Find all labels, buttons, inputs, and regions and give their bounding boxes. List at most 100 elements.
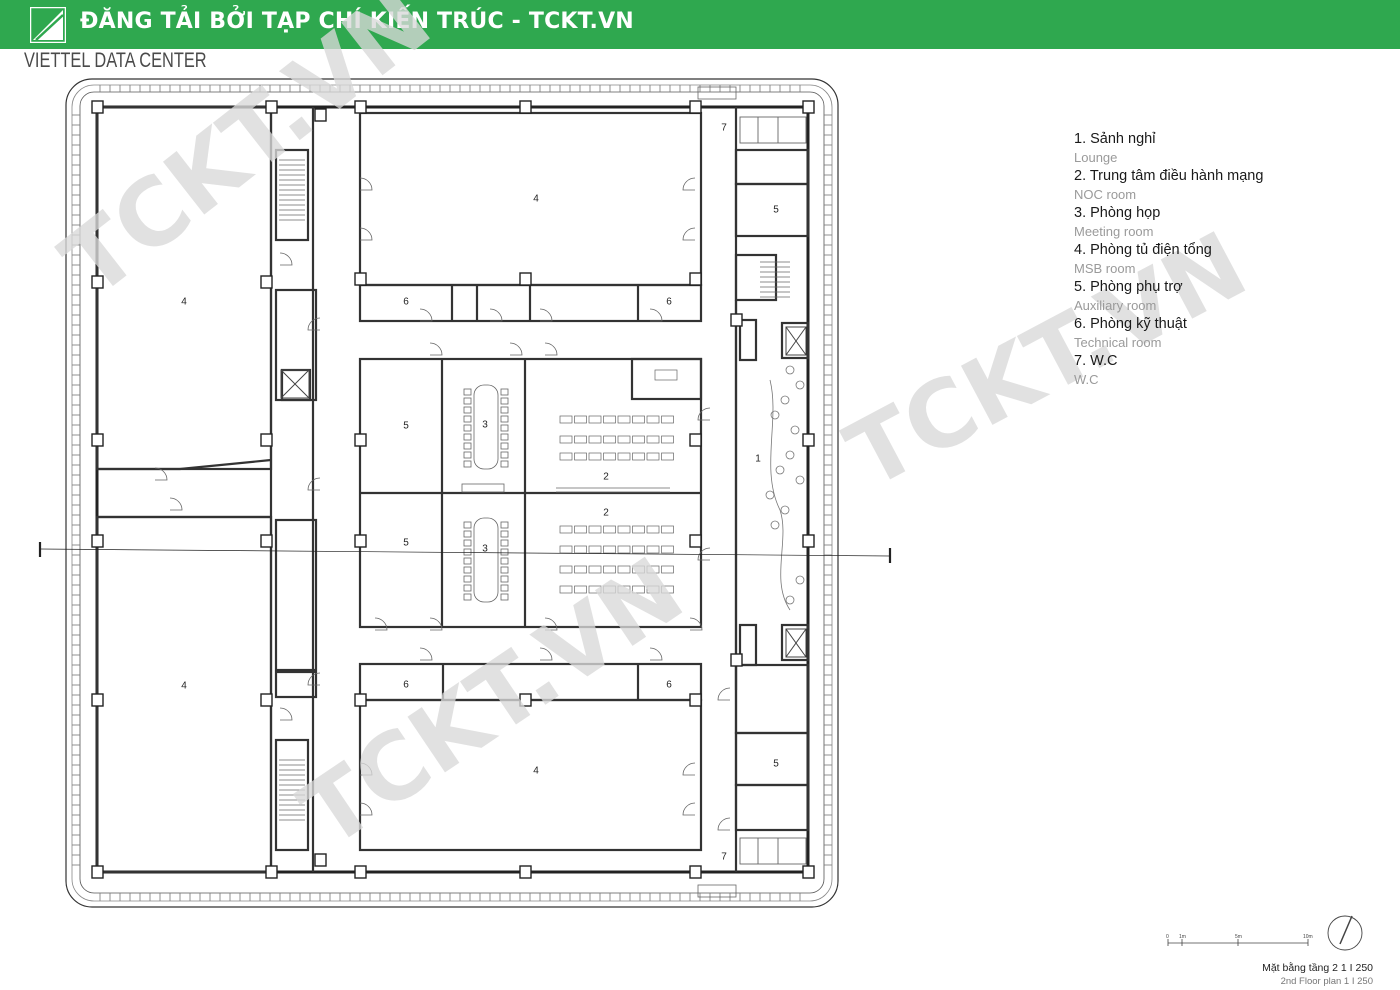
door-swing <box>682 227 696 241</box>
meeting-chair <box>500 575 509 583</box>
structural-column <box>802 100 815 114</box>
noc-desk <box>617 585 631 594</box>
meeting-chair <box>463 388 472 396</box>
room-label-msb-bottom: 4 <box>533 766 539 777</box>
legend-label-en: Technical room <box>1074 335 1162 350</box>
noc-desk <box>646 525 660 534</box>
header-banner: ĐĂNG TẢI BỞI TẠP CHÍ KIẾN TRÚC - TCKT.VN <box>0 0 1400 49</box>
structural-column <box>689 272 702 286</box>
wc-fixtures <box>739 116 807 865</box>
noc-desk <box>646 585 660 594</box>
room-labels: 1 2 2 3 3 4 4 4 4 5 5 5 5 6 6 6 6 7 7 <box>181 123 779 863</box>
legend-label-vi: 7. W.C <box>1074 353 1118 369</box>
legend-label-vi: 1. Sảnh nghỉ <box>1074 131 1156 147</box>
structural-column <box>314 853 327 867</box>
noc-desk <box>617 545 631 554</box>
meeting-table <box>473 384 499 470</box>
door-swing <box>359 177 373 191</box>
noc-desk <box>661 525 674 534</box>
lounge-chair <box>780 505 790 515</box>
lounge-chair <box>770 520 780 530</box>
lounge-chair <box>785 450 795 460</box>
door-swing <box>154 467 168 481</box>
noc-desk <box>603 565 616 574</box>
noc-desk <box>661 415 674 424</box>
structural-column <box>730 313 743 327</box>
door-swing <box>419 647 433 661</box>
structural-column <box>802 433 815 447</box>
door-swing <box>697 407 711 421</box>
lounge-furniture <box>765 365 805 611</box>
vent-grille <box>697 86 737 100</box>
noc-desk <box>632 565 645 574</box>
room-label-meeting-lower: 3 <box>482 544 488 555</box>
legend-label-vi: 6. Phòng kỹ thuật <box>1074 316 1187 332</box>
scale-bar-labels: 0 1m 5m 10m <box>1166 934 1313 940</box>
noc-desk <box>617 452 631 461</box>
door-swing <box>717 687 731 701</box>
meeting-chair <box>463 557 472 565</box>
structural-column <box>260 275 273 289</box>
noc-desk <box>632 435 645 444</box>
structural-column <box>354 100 367 114</box>
door-swing <box>717 817 731 831</box>
door-swing <box>279 252 293 266</box>
door-swing <box>682 762 696 776</box>
door-swing <box>682 177 696 191</box>
outer-facade <box>65 78 839 908</box>
plan-caption: Mặt bằng tầng 2 1 I 250 2nd Floor plan 1… <box>1262 961 1373 988</box>
noc-desk <box>661 452 674 461</box>
meeting-chair <box>500 415 509 423</box>
noc-desk <box>632 525 645 534</box>
meeting-chair <box>500 406 509 414</box>
structural-column <box>689 534 702 548</box>
scale-bar <box>1167 939 1309 946</box>
door-swing <box>169 497 183 511</box>
noc-desk <box>574 415 587 424</box>
structural-column <box>354 865 367 879</box>
structural-column <box>265 865 278 879</box>
meeting-chair <box>500 521 509 529</box>
door-swing <box>359 802 373 816</box>
meeting-tables <box>461 384 509 603</box>
meeting-chair <box>463 406 472 414</box>
door-swing <box>539 308 553 322</box>
lounge-chair <box>780 395 790 405</box>
caption-vietnamese: Mặt bằng tầng 2 1 I 250 <box>1262 962 1373 974</box>
meeting-chair <box>463 460 472 468</box>
door-swing <box>359 762 373 776</box>
noc-desk <box>574 585 587 594</box>
structural-column <box>260 534 273 548</box>
meeting-chair <box>500 451 509 459</box>
meeting-chair <box>500 548 509 556</box>
room-label-aux-right-lower: 5 <box>773 759 779 770</box>
caption-english: 2nd Floor plan 1 I 250 <box>1280 976 1373 987</box>
noc-desk <box>559 452 573 461</box>
noc-desk <box>661 565 674 574</box>
door-swing <box>307 317 321 331</box>
structural-column <box>354 534 367 548</box>
door-swing <box>429 342 443 356</box>
structural-column <box>354 693 367 707</box>
meeting-chair <box>463 566 472 574</box>
section-cut <box>38 542 892 563</box>
noc-desk <box>588 415 602 424</box>
door-swing <box>682 802 696 816</box>
room-label-noc-lower: 2 <box>603 508 609 519</box>
door-swing <box>697 547 711 561</box>
vent-grille <box>697 884 737 898</box>
legend-label-en: Auxiliary room <box>1074 298 1157 313</box>
noc-desk <box>574 435 587 444</box>
noc-desk <box>603 435 616 444</box>
noc-desk <box>632 585 645 594</box>
noc-desk <box>617 565 631 574</box>
structural-column <box>519 865 532 879</box>
lounge-chair <box>775 465 785 475</box>
meeting-chair <box>500 424 509 432</box>
noc-desk <box>603 452 616 461</box>
lounge-chair <box>790 425 800 435</box>
meeting-chair <box>500 593 509 601</box>
